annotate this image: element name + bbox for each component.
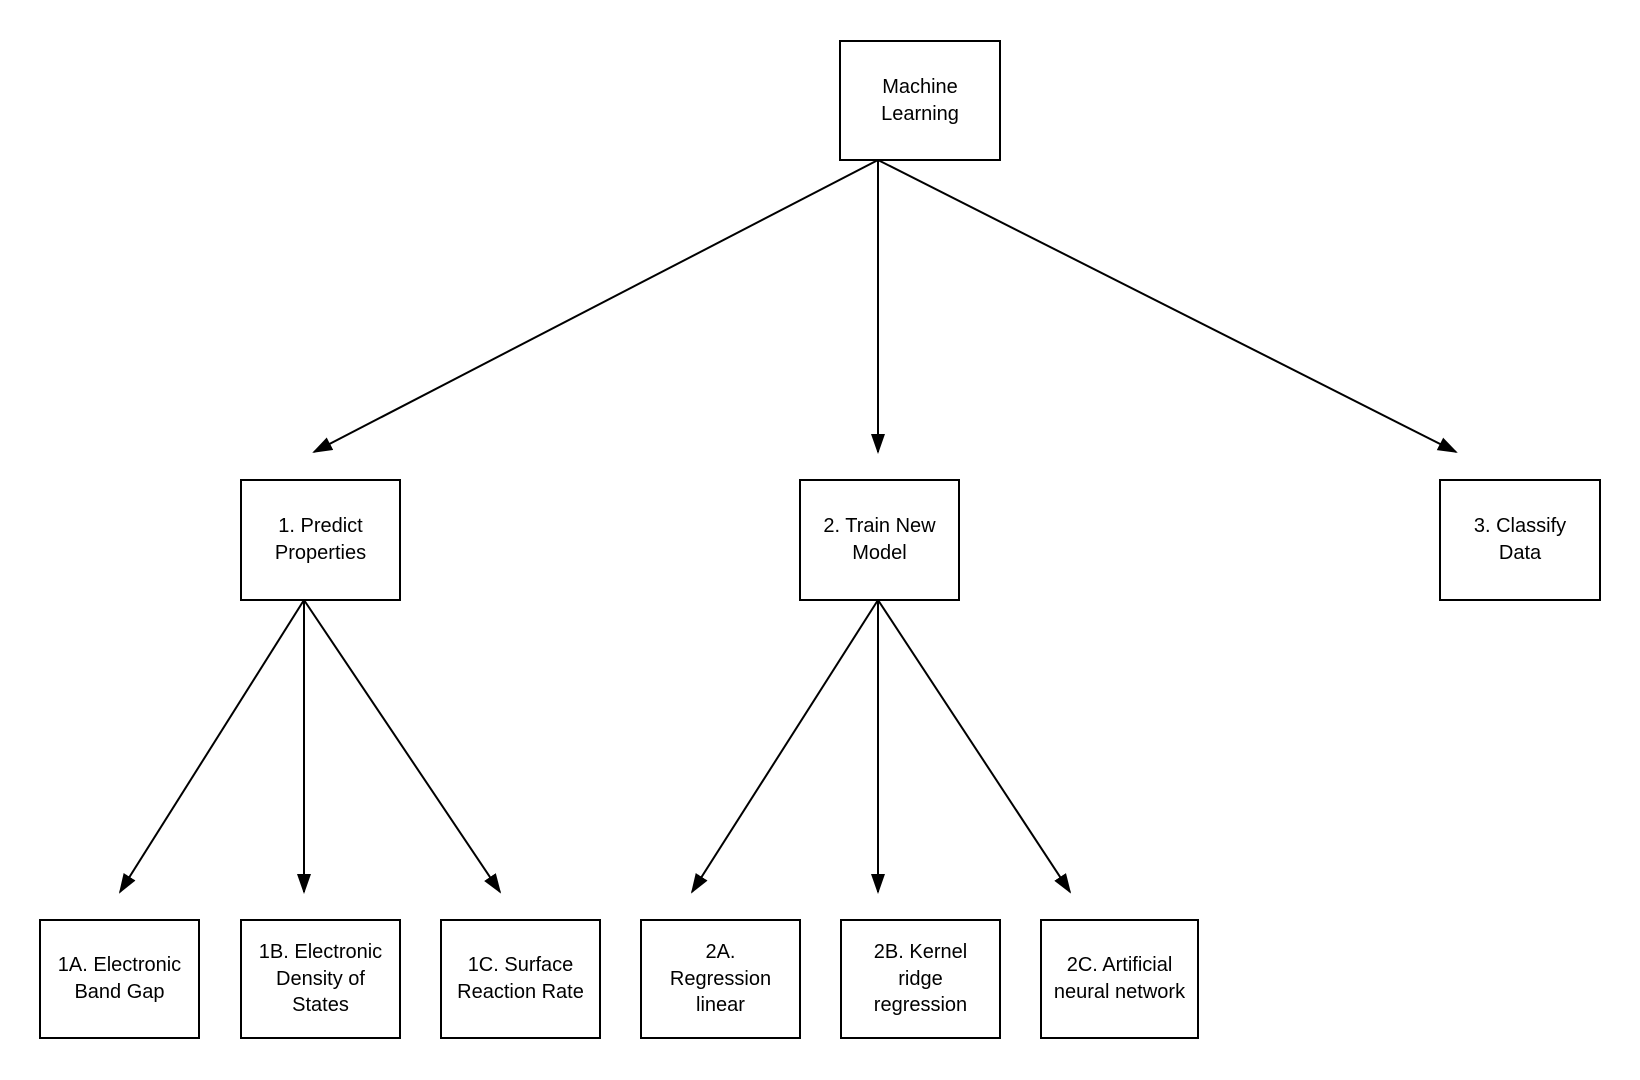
node-label-electronic-band-gap: 1A. Electronic Band Gap — [57, 954, 182, 1003]
node-box-machine-learning[interactable] — [839, 40, 1001, 161]
edges-group — [118, 159, 1458, 894]
node-box-electronic-band-gap[interactable] — [39, 919, 200, 1039]
node-box-train-new-model[interactable] — [799, 479, 960, 601]
node-box-artificial-neural-network[interactable] — [1040, 919, 1199, 1039]
node-label-electronic-density-of-states: 1B. Electronic Density of States — [258, 941, 383, 1017]
edge-train-to-ann — [877, 599, 1072, 894]
edge-predict-to-bandgap — [118, 599, 305, 894]
node-label-machine-learning: Machine Learning — [881, 75, 959, 125]
node-box-predict-properties[interactable] — [240, 479, 401, 601]
node-box-electronic-density-of-states[interactable] — [240, 919, 401, 1039]
node-box-regression-linear[interactable] — [640, 919, 801, 1039]
node-label-train-new-model: 2. Train New Model — [823, 515, 936, 564]
edge-ml-to-predict — [312, 159, 879, 453]
node-boxes-group — [39, 40, 1601, 1039]
edge-train-to-regression — [690, 599, 879, 894]
node-label-regression-linear: 2A. Regression linear — [669, 941, 772, 1017]
node-label-predict-properties: 1. Predict Properties — [274, 515, 367, 564]
node-box-classify-data[interactable] — [1439, 479, 1601, 601]
node-label-classify-data: 3. Classify Data — [1473, 515, 1567, 564]
node-box-kernel-ridge-regression[interactable] — [840, 919, 1001, 1039]
node-box-surface-reaction-rate[interactable] — [440, 919, 601, 1039]
node-label-surface-reaction-rate: 1C. Surface Reaction Rate — [457, 954, 584, 1003]
edge-predict-to-surface — [303, 599, 502, 894]
edge-ml-to-classify — [877, 159, 1458, 453]
node-label-artificial-neural-network: 2C. Artificial neural network — [1053, 954, 1186, 1003]
node-label-kernel-ridge-regression: 2B. Kernel ridge regression — [873, 941, 968, 1017]
